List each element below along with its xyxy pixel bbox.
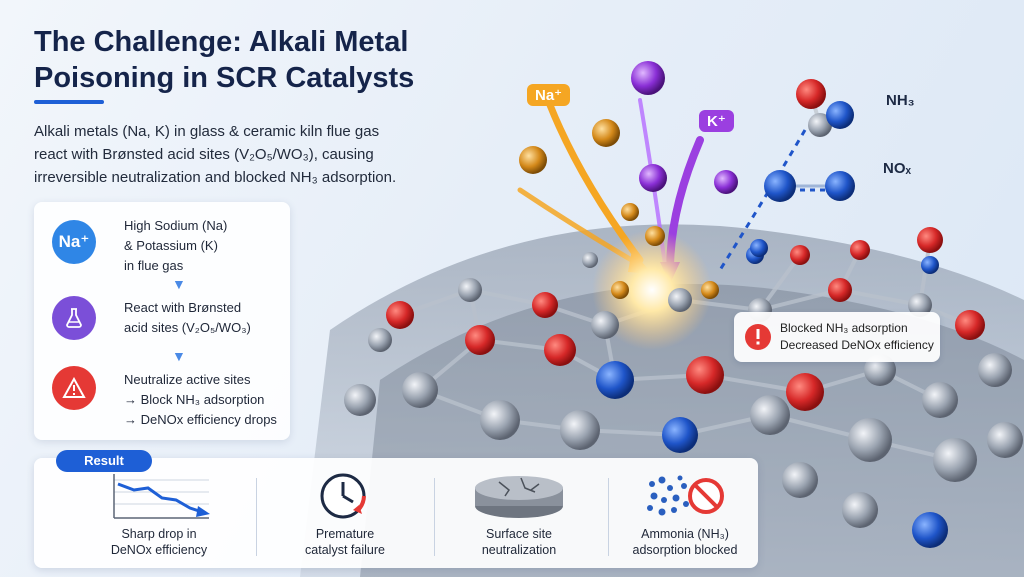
result-surface-neutralization: Surface site neutralization: [434, 470, 604, 566]
flask-icon: [52, 296, 96, 340]
result-catalyst-failure: Premature catalyst failure: [260, 470, 430, 566]
result-3-line-2: neutralization: [481, 543, 557, 557]
step-3-line-2: → Block NH₃ adsorption: [124, 392, 265, 407]
arrow-down-icon: ▼: [172, 348, 186, 364]
warning-icon: [52, 366, 96, 410]
result-4-line-1: Ammonia (NH₃): [641, 527, 729, 541]
step-2-line-2: acid sites (V₂O₅/WO₃): [124, 320, 251, 335]
page-title: The Challenge: Alkali Metal Poisoning in…: [34, 26, 415, 94]
step-1-line-2: & Potassium (K): [124, 238, 218, 253]
nh3-label: NH₃: [886, 92, 915, 109]
result-1-line-2: DeNOx efficiency: [110, 543, 208, 557]
title-underline: [34, 100, 104, 104]
divider: [608, 478, 609, 556]
result-2-line-1: Premature: [315, 527, 375, 541]
step-neutralize-sites: Neutralize active sites → Block NH₃ adso…: [52, 366, 288, 430]
divider: [256, 478, 257, 556]
result-ammonia-blocked: Ammonia (NH₃) adsorption blocked: [600, 470, 770, 566]
step-1-line-1: High Sodium (Na): [124, 218, 228, 233]
step-1-line-3: in flue gas: [124, 258, 184, 273]
step-3-line-1: Neutralize active sites: [124, 372, 251, 387]
declining-chart-icon: [113, 474, 210, 519]
nox-label: NOₓ: [883, 160, 911, 177]
result-panel: Result Sharp drop in DeNOx efficiency Pr…: [34, 450, 758, 568]
step-2-line-1: React with Brønsted: [124, 300, 242, 315]
step-sodium-potassium: Na⁺ High Sodium (Na) & Potassium (K) in …: [52, 218, 288, 276]
divider: [434, 478, 435, 556]
alert-icon: [745, 324, 771, 350]
arrow-down-icon: ▼: [172, 276, 186, 292]
step-acid-site-reaction: React with Brønsted acid sites (V₂O₅/WO₃…: [52, 296, 288, 340]
result-1-line-1: Sharp drop in: [121, 527, 197, 541]
alert-line-2: Decreased DeNOx efficiency: [780, 338, 934, 352]
intro-text: Alkali metals (Na, K) in glass & ceramic…: [34, 123, 397, 186]
result-efficiency-drop: Sharp drop in DeNOx efficiency: [74, 470, 244, 566]
result-3-line-1: Surface site: [485, 527, 552, 541]
alert-text: Blocked NH₃ adsorption Decreased DeNOx e…: [780, 320, 934, 354]
step-3-line-3: → DeNOx efficiency drops: [124, 412, 277, 427]
clock-icon: [320, 473, 366, 519]
alert-callout: Blocked NH₃ adsorption Decreased DeNOx e…: [734, 312, 940, 362]
k-ion-badge: K⁺: [699, 110, 734, 132]
result-4-line-2: adsorption blocked: [632, 543, 738, 557]
result-tag: Result: [56, 450, 152, 472]
na-ion-badge: Na⁺: [527, 84, 571, 106]
cracked-surface-icon: [475, 476, 563, 518]
alert-line-1: Blocked NH₃ adsorption: [780, 321, 908, 335]
blocked-ammonia-icon: [647, 475, 724, 516]
mechanism-flow-panel: Na⁺ High Sodium (Na) & Potassium (K) in …: [34, 202, 290, 440]
result-2-line-2: catalyst failure: [305, 543, 385, 557]
na-icon: Na⁺: [52, 220, 96, 264]
